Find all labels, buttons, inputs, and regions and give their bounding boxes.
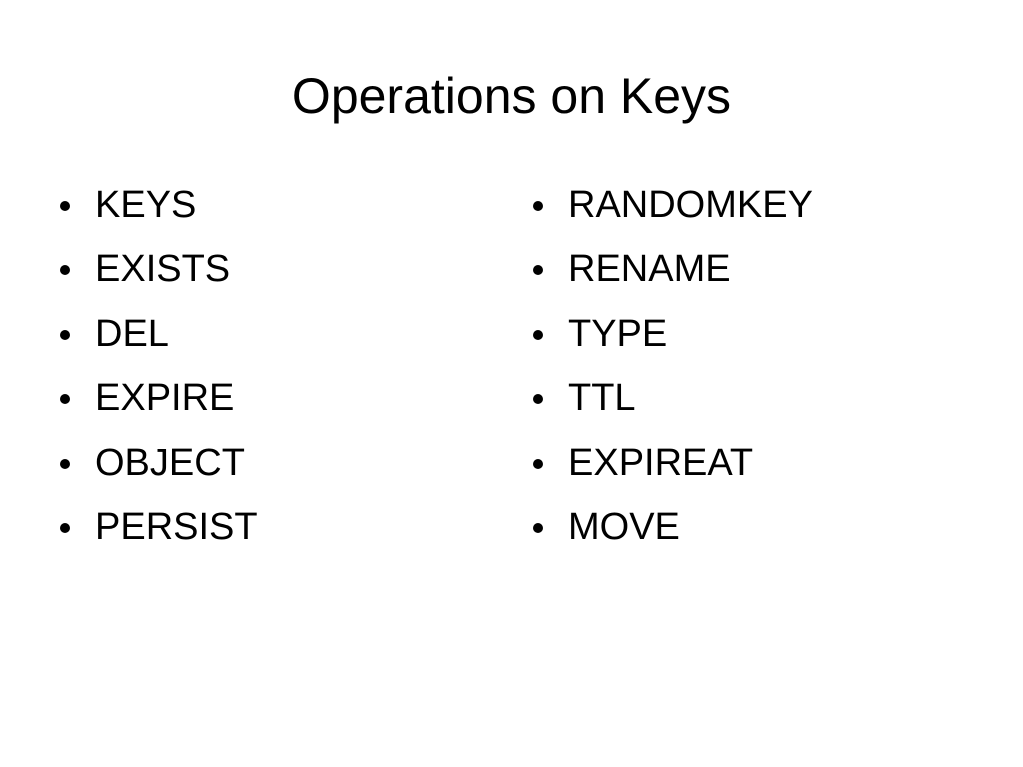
list-item-label: KEYS (95, 184, 197, 226)
bullet-icon (533, 201, 543, 211)
list-item-label: MOVE (568, 505, 680, 548)
bullet-icon (60, 201, 70, 211)
right-bullet-list: RANDOMKEY RENAME TYPE TTL EXPIREAT MOVE (533, 180, 973, 566)
left-bullet-list: KEYS EXISTS DEL EXPIRE OBJECT PERSIST (60, 180, 480, 566)
bullet-icon (60, 394, 70, 405)
list-item: EXPIREAT (533, 438, 973, 502)
list-item: OBJECT (60, 438, 480, 502)
slide-title: Operations on Keys (291, 68, 732, 124)
list-item: RANDOMKEY (533, 180, 973, 244)
bullet-icon (533, 329, 543, 340)
bullet-icon (533, 458, 543, 469)
list-item: TYPE (533, 309, 973, 373)
list-item: EXPIRE (60, 373, 480, 437)
bullet-icon (533, 265, 543, 276)
list-item-label: TYPE (568, 312, 668, 355)
bullet-icon (533, 394, 543, 405)
list-item: PERSIST (60, 502, 480, 566)
list-item-label: EXPIREAT (568, 441, 754, 484)
list-item: KEYS (60, 180, 480, 244)
list-item: RENAME (533, 244, 973, 308)
bullet-icon (60, 522, 70, 533)
list-item-label: OBJECT (95, 441, 245, 484)
list-item-label: PERSIST (95, 505, 258, 548)
bullet-icon (60, 265, 70, 276)
bullet-icon (60, 329, 70, 340)
list-item-label: RANDOMKEY (568, 184, 813, 226)
bullet-icon (60, 458, 70, 469)
bullet-icon (533, 522, 543, 533)
list-item-label: EXISTS (95, 248, 231, 291)
list-item: DEL (60, 309, 480, 373)
list-item-label: RENAME (568, 248, 731, 291)
list-item: TTL (533, 373, 973, 437)
list-item-label: DEL (95, 312, 169, 355)
list-item-label: TTL (568, 377, 636, 420)
list-item-label: EXPIRE (95, 377, 235, 420)
list-item: EXISTS (60, 244, 480, 308)
list-item: MOVE (533, 502, 973, 566)
